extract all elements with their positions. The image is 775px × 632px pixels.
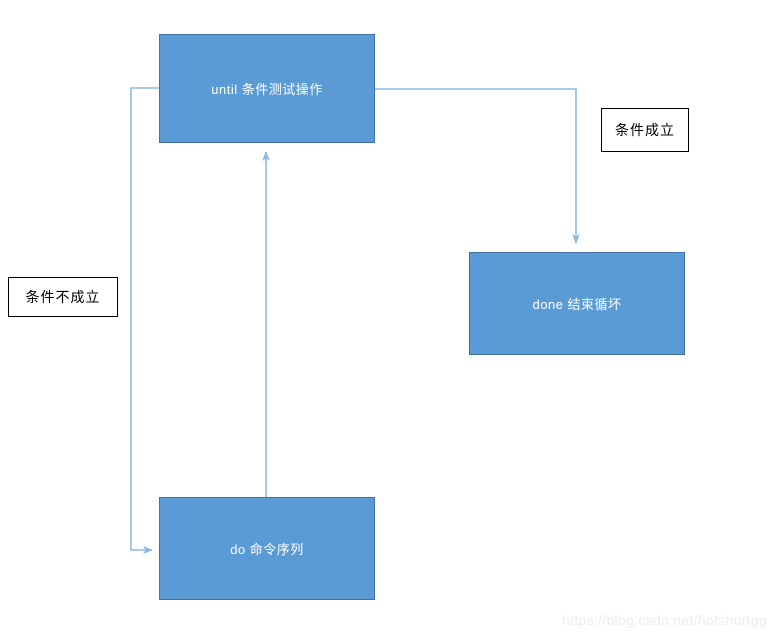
node-do-label: do 命令序列	[230, 542, 304, 557]
node-done[interactable]: done 结束循坏	[469, 252, 685, 355]
node-done-label: done 结束循坏	[532, 297, 622, 312]
watermark-text: https://blog.csdn.net/hotshortgg	[562, 612, 767, 628]
node-until-label: until 条件测试操作	[211, 82, 323, 97]
edge-label-condition-false: 条件不成立	[8, 277, 118, 317]
node-do[interactable]: do 命令序列	[159, 497, 375, 600]
edge-until-to-done	[375, 88, 580, 244]
edge-label-condition-true: 条件成立	[601, 108, 689, 152]
edge-until-to-do	[130, 87, 159, 554]
node-until[interactable]: until 条件测试操作	[159, 34, 375, 143]
